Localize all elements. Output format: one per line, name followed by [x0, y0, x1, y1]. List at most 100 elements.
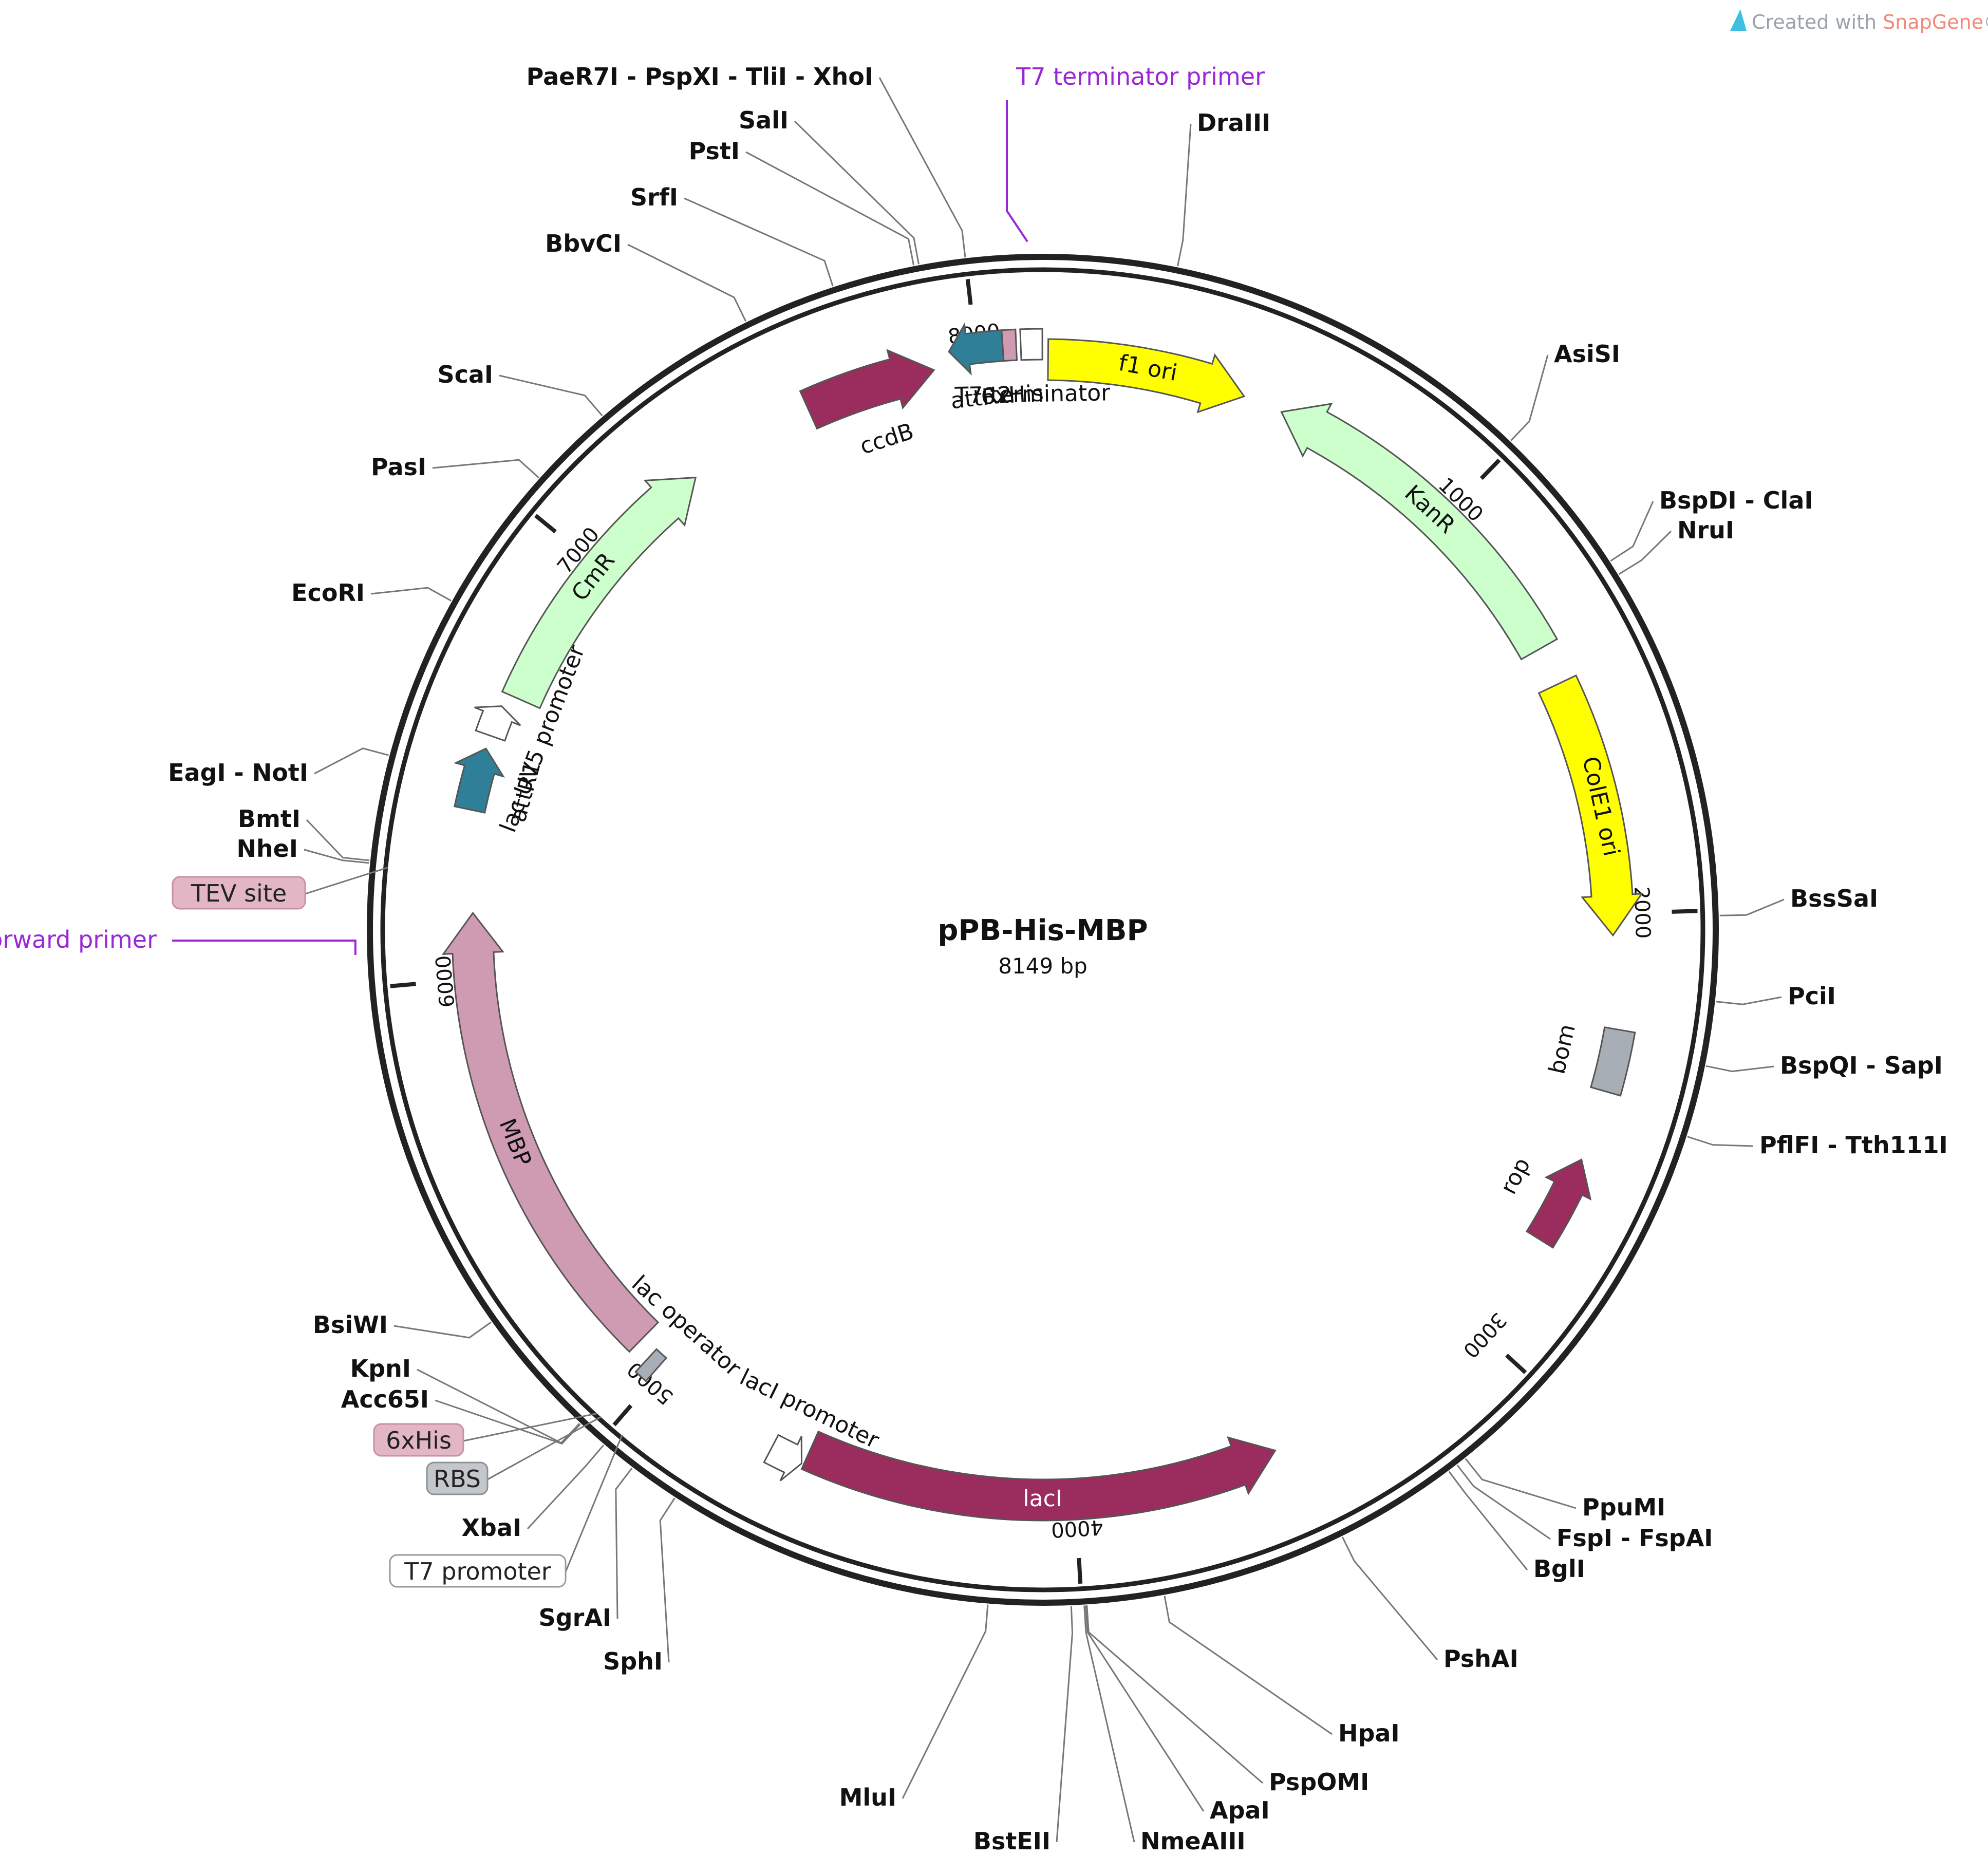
site-psti[interactable]: PstI: [689, 137, 740, 165]
site-bspqi-sapi[interactable]: BspQI - SapI: [1780, 1052, 1943, 1079]
tick-label-3000: 3000: [1458, 1308, 1511, 1362]
site-leaders: [304, 77, 1785, 1843]
site-nmeaiii[interactable]: NmeAIII: [1140, 1827, 1246, 1855]
leader-eagi-noti: [314, 747, 389, 775]
boxed-label-tev-site: TEV site: [191, 879, 287, 907]
site-bgli[interactable]: BglI: [1533, 1555, 1585, 1583]
site-sgrai[interactable]: SgrAI: [539, 1604, 611, 1632]
site-mlui[interactable]: MluI: [839, 1784, 896, 1811]
boxed-rbs[interactable]: RBS: [426, 1416, 602, 1495]
site-pspomi[interactable]: PspOMI: [1269, 1768, 1369, 1796]
feature-cole1-ori[interactable]: ColE1 ori: [1537, 674, 1643, 937]
boxed-6xhis[interactable]: 6xHis: [373, 1412, 598, 1457]
boxed-label-t7-promoter: T7 promoter: [404, 1558, 551, 1585]
leader-bgli: [1448, 1471, 1528, 1570]
primer-mbp-forward-primer[interactable]: MBP Forward primer: [0, 926, 357, 955]
feature-shape-attr1: [454, 747, 505, 814]
site-pflfi-tth111i[interactable]: PflFI - Tth111I: [1759, 1131, 1948, 1159]
feature-label-ccdb: ccdB: [857, 418, 917, 460]
site-apai[interactable]: ApaI: [1210, 1796, 1270, 1824]
leader-ppumi: [1465, 1458, 1577, 1509]
site-pasi[interactable]: PasI: [371, 453, 426, 481]
backbone-outer-ring: [367, 254, 1719, 1606]
leader-xbai: [527, 1445, 605, 1530]
site-ecori[interactable]: EcoRI: [291, 579, 365, 607]
site-bsssai[interactable]: BssSaI: [1790, 885, 1878, 912]
feature-bom[interactable]: bom: [1544, 1022, 1636, 1097]
site-scai[interactable]: ScaI: [437, 361, 493, 388]
site-asisi[interactable]: AsiSI: [1554, 340, 1620, 368]
feature-shape-6xhis: [1001, 328, 1018, 362]
feature-shape-lac-operator: [634, 1348, 668, 1382]
feature-rop[interactable]: rop: [1495, 1154, 1592, 1249]
feature-shape-bom: [1590, 1026, 1636, 1097]
site-bspdi-clai[interactable]: BspDI - ClaI: [1659, 486, 1813, 514]
site-sphi[interactable]: SphI: [603, 1647, 663, 1675]
feature-label-rop: rop: [1495, 1154, 1535, 1198]
leader-hpai: [1164, 1596, 1333, 1735]
boxed-rect-6xhis: [373, 1423, 464, 1457]
leader-acc65i: [435, 1399, 581, 1445]
feature-kanr[interactable]: KanR: [1280, 403, 1559, 661]
site-nhei[interactable]: NheI: [236, 835, 298, 863]
tick-mark-5000: [612, 1404, 633, 1427]
feature-label-bom: bom: [1544, 1022, 1581, 1077]
tick-mark-7000: [534, 514, 557, 534]
leader-bsiwi: [393, 1321, 492, 1339]
leader-bmti: [306, 819, 370, 861]
tick-mark-8000: [965, 278, 973, 305]
leader-kpni: [417, 1368, 580, 1444]
boxed-tev-site[interactable]: TEV site: [172, 867, 389, 910]
primer-t7-terminator-primer[interactable]: T7 terminator primer: [1006, 63, 1265, 242]
feature-mbp[interactable]: MBP: [441, 911, 660, 1353]
tick-mark-4000: [1077, 1558, 1083, 1584]
feature-ccdb[interactable]: ccdB: [799, 349, 935, 460]
feature-f1-ori[interactable]: f1 ori: [1047, 338, 1246, 414]
tick-mark-6000: [390, 982, 416, 988]
leader-nhei: [304, 849, 369, 864]
site-pshai[interactable]: PshAI: [1443, 1645, 1518, 1673]
site-bsteii[interactable]: BstEII: [973, 1827, 1051, 1855]
leader-bspqi-sapi: [1705, 1065, 1774, 1073]
leader-bsteii: [1056, 1606, 1074, 1843]
feature-6xhis[interactable]: 6xHis: [980, 328, 1044, 410]
feature-label-laci: lacI: [1023, 1486, 1062, 1512]
leader-asisi: [1510, 354, 1549, 441]
site-bbvci[interactable]: BbvCI: [545, 230, 622, 257]
plasmid-name: pPB-His-MBP: [937, 914, 1148, 947]
leader-scai: [499, 374, 603, 417]
site-fspi-fspai[interactable]: FspI - FspAI: [1556, 1524, 1713, 1552]
leader-psti: [745, 151, 914, 266]
boxed-label-6xhis: 6xHis: [386, 1427, 452, 1454]
site-nrui[interactable]: NruI: [1677, 516, 1734, 544]
leader-pshai: [1341, 1536, 1438, 1660]
site-sali[interactable]: SalI: [739, 106, 789, 134]
feature-laci[interactable]: lacI: [800, 1430, 1277, 1522]
site-eagi-noti[interactable]: EagI - NotI: [168, 759, 308, 786]
site-xbai[interactable]: XbaI: [461, 1514, 521, 1542]
site-pcii[interactable]: PciI: [1788, 982, 1836, 1010]
site-acc65i[interactable]: Acc65I: [341, 1385, 429, 1413]
credit-suffix: ®: [1983, 11, 1988, 33]
leader-bspdi-clai: [1610, 501, 1654, 562]
site-draiii[interactable]: DraIII: [1197, 109, 1270, 137]
boxed-leader-tev-site: [305, 867, 389, 895]
boxed-t7-promoter[interactable]: T7 promoter: [389, 1435, 623, 1588]
feature-shape-ccdb: [799, 349, 935, 430]
leader-pasi: [432, 459, 539, 479]
site-srfi[interactable]: SrfI: [630, 183, 678, 211]
feature-shape-cmr: [501, 476, 697, 709]
site-bmti[interactable]: BmtI: [238, 805, 301, 833]
site-ppumi[interactable]: PpuMI: [1582, 1493, 1665, 1521]
site-kpni[interactable]: KpnI: [350, 1355, 411, 1382]
site-hpai[interactable]: HpaI: [1338, 1719, 1400, 1747]
site-paer7i-pspxi-tlii-xhoi[interactable]: PaeR7I - PspXI - TliI - XhoI: [527, 63, 873, 90]
feature-t7-terminator[interactable]: T7 terminator: [954, 328, 1111, 409]
leader-pcii: [1716, 996, 1782, 1005]
leader-bbvci: [627, 243, 747, 322]
leader-srfi: [684, 197, 834, 287]
leader-bsssai: [1719, 898, 1785, 916]
feature-shape-mbp: [441, 911, 660, 1353]
leader-ecori: [370, 587, 452, 602]
site-bsiwi[interactable]: BsiWI: [313, 1311, 388, 1339]
